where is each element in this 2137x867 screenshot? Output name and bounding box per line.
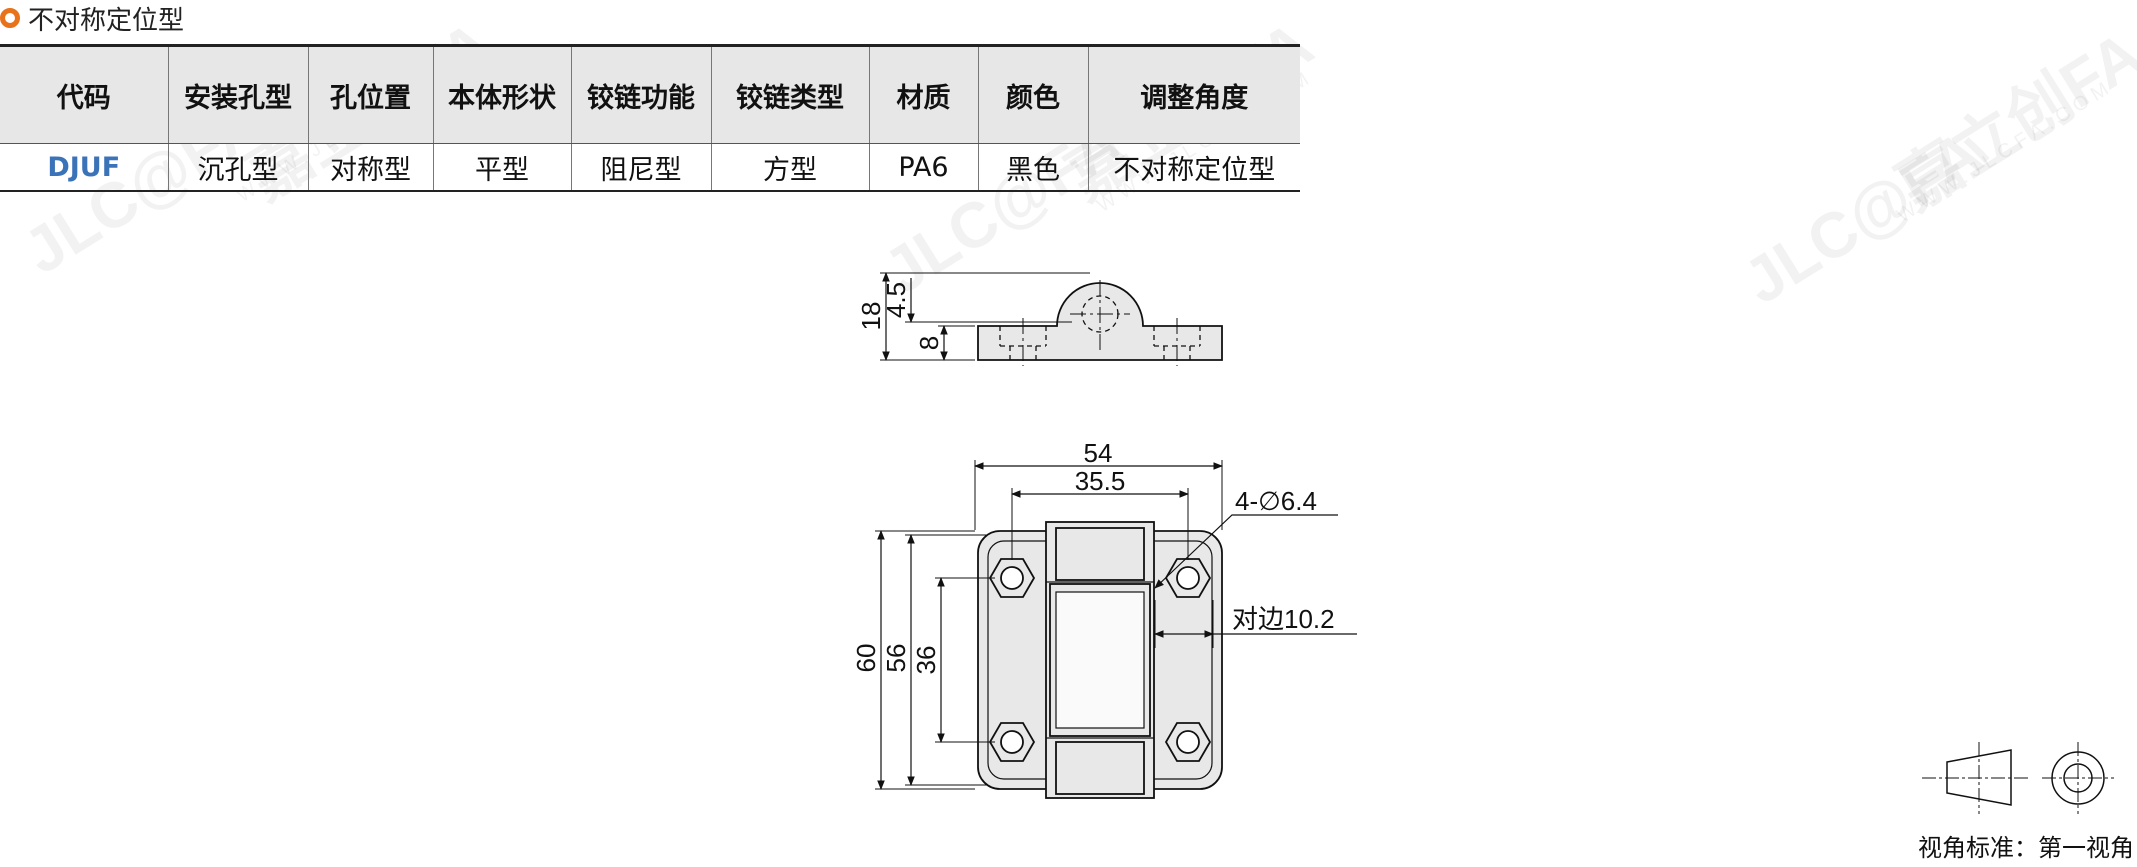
- table-row: DJUF 沉孔型 对称型 平型 阻尼型 方型 PA6 黑色 不对称定位型: [0, 143, 1300, 192]
- table-cell: 方型: [710, 143, 869, 192]
- top-view: [977, 521, 1223, 799]
- table-cell: 不对称定位型: [1087, 143, 1300, 192]
- section-title: 不对称定位型: [0, 0, 184, 36]
- header-cell: 本体形状: [432, 44, 571, 144]
- projection-label: 视角标准：第一视角: [1918, 835, 2134, 862]
- circle-bullet-icon: [0, 8, 20, 28]
- first-angle-projection-icon: [1922, 742, 2114, 814]
- dim-height2: 56: [881, 644, 911, 673]
- dim-inner-width: 35.5: [1075, 466, 1126, 496]
- dim-axis-height: 4.5: [881, 282, 911, 318]
- table-cell: 沉孔型: [167, 143, 308, 192]
- spec-table: 代码 安装孔型 孔位置 本体形状 铰链功能 铰链类型 材质 颜色 调整角度 DJ…: [0, 44, 1300, 192]
- header-cell: 代码: [0, 44, 168, 144]
- code-cell: DJUF: [0, 143, 168, 192]
- side-view-center-lines: [1022, 280, 1178, 366]
- dim-width: 54: [1084, 438, 1113, 468]
- mounting-hole-top-right: [1164, 558, 1212, 598]
- section-title-text: 不对称定位型: [28, 5, 185, 36]
- table-cell: 对称型: [307, 143, 433, 192]
- table-cell: 阻尼型: [570, 143, 711, 192]
- header-cell: 安装孔型: [167, 44, 308, 144]
- header-cell: 颜色: [977, 44, 1088, 144]
- mounting-hole-bottom-right: [1164, 722, 1212, 762]
- side-view: [880, 272, 1223, 366]
- dim-holes: 4-∅6.4: [1235, 486, 1317, 516]
- dim-total-height: 18: [856, 302, 886, 331]
- table-cell: 黑色: [977, 143, 1088, 192]
- header-cell: 铰链功能: [570, 44, 711, 144]
- table-cell: PA6: [868, 143, 978, 192]
- mounting-hole-top-left: [988, 558, 1036, 598]
- dim-base-height: 8: [914, 336, 944, 350]
- header-cell: 材质: [868, 44, 978, 144]
- table-header-row: 代码 安装孔型 孔位置 本体形状 铰链功能 铰链类型 材质 颜色 调整角度: [0, 44, 1300, 144]
- header-cell: 调整角度: [1087, 44, 1300, 144]
- dim-hex: 对边10.2: [1232, 604, 1335, 634]
- header-cell: 铰链类型: [710, 44, 869, 144]
- dim-height: 60: [851, 644, 881, 673]
- top-view-dimensions: [875, 460, 1357, 790]
- dim-hole-spacing: 36: [911, 646, 941, 675]
- header-cell: 孔位置: [307, 44, 433, 144]
- table-cell: 平型: [432, 143, 571, 192]
